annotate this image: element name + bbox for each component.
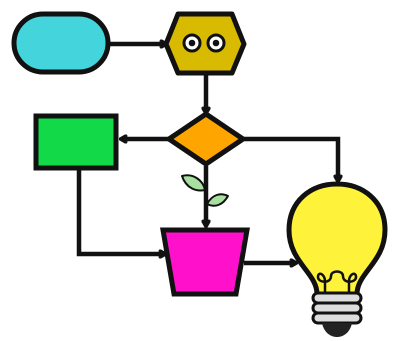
bulb-tip bbox=[322, 323, 352, 337]
edge-decision-to-lightbulb bbox=[242, 136, 338, 181]
rectangle-node bbox=[33, 113, 119, 171]
eyes-icon bbox=[182, 33, 226, 53]
pot-trapezoid-shape bbox=[160, 227, 250, 297]
green-rectangle-shape bbox=[33, 113, 119, 171]
sprout-leaf-left bbox=[181, 174, 206, 192]
bulb-filament bbox=[316, 270, 358, 296]
sprout-leaf-right bbox=[206, 193, 229, 207]
connectors bbox=[76, 44, 338, 263]
decision-node bbox=[166, 111, 246, 167]
process-node bbox=[163, 11, 247, 76]
decision-diamond-shape bbox=[166, 111, 246, 167]
bulb-base bbox=[311, 291, 363, 325]
start-node bbox=[11, 11, 111, 75]
pot-node bbox=[160, 227, 250, 297]
lightbulb-icon bbox=[286, 181, 388, 337]
bulb-glass bbox=[286, 181, 388, 297]
edge-rectangle-to-pot bbox=[76, 167, 165, 254]
start-pill-shape bbox=[11, 11, 111, 75]
process-hexagon-shape bbox=[163, 11, 247, 76]
sprout-icon bbox=[181, 174, 229, 207]
